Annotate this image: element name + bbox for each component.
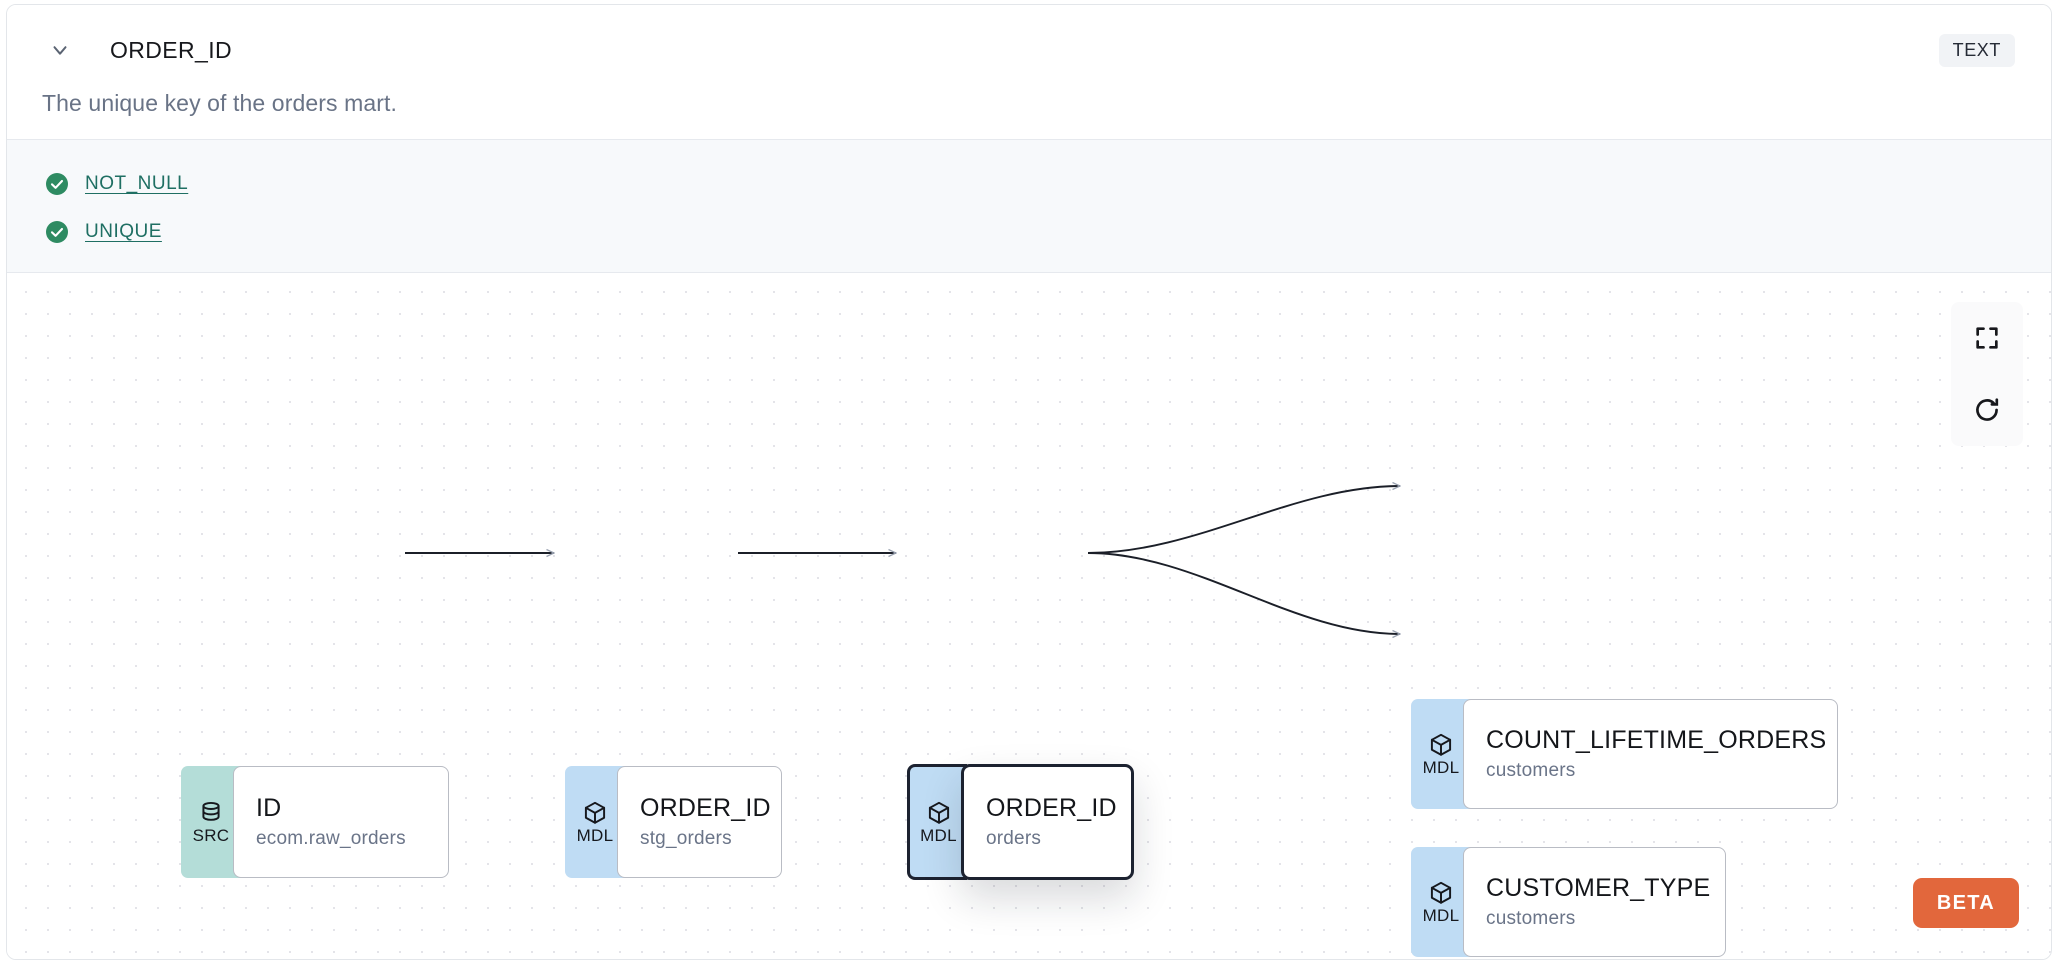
- node-type-label: MDL: [1422, 905, 1460, 925]
- lineage-node-id[interactable]: SRC ID ecom.raw_orders: [181, 766, 449, 878]
- card-header: ORDER_ID TEXT: [7, 5, 2051, 91]
- node-column-name: ORDER_ID: [986, 794, 1117, 822]
- node-type-label: MDL: [576, 825, 614, 845]
- node-body: CUSTOMER_TYPE customers: [1463, 847, 1726, 957]
- test-link-unique[interactable]: UNIQUE: [85, 221, 162, 242]
- lineage-node-stg-orders[interactable]: MDL ORDER_ID stg_orders: [565, 766, 782, 878]
- chevron-down-icon[interactable]: [45, 35, 75, 65]
- column-description: The unique key of the orders mart.: [42, 90, 397, 116]
- node-table-name: customers: [1486, 908, 1576, 929]
- node-column-name: ID: [256, 794, 282, 822]
- check-circle-icon: [46, 221, 68, 243]
- node-table-name: customers: [1486, 760, 1576, 781]
- cube-icon: [1430, 733, 1452, 756]
- node-type-label: MDL: [1422, 757, 1460, 777]
- node-column-name: ORDER_ID: [640, 794, 771, 822]
- node-type-tag: MDL: [565, 766, 625, 878]
- lineage-node-customer-type[interactable]: MDL CUSTOMER_TYPE customers: [1411, 847, 1726, 957]
- check-circle-icon: [46, 173, 68, 195]
- data-type-badge: TEXT: [1938, 34, 2015, 67]
- cube-icon: [928, 801, 949, 824]
- node-body: ID ecom.raw_orders: [233, 766, 449, 878]
- node-body: ORDER_ID stg_orders: [617, 766, 782, 878]
- lineage-graph-canvas[interactable]: SRC ID ecom.raw_orders MDL ORDER_ID stg_…: [7, 274, 2051, 960]
- graph-controls-panel: [1951, 302, 2023, 446]
- node-type-tag: SRC: [181, 766, 241, 878]
- lineage-node-count-lifetime-orders[interactable]: MDL COUNT_LIFETIME_ORDERS customers: [1411, 699, 1838, 809]
- cube-icon: [1430, 881, 1452, 904]
- node-type-tag: MDL: [907, 764, 967, 880]
- lineage-edges: [405, 274, 2051, 960]
- node-column-name: CUSTOMER_TYPE: [1486, 874, 1711, 902]
- cube-icon: [584, 801, 606, 824]
- node-table-name: stg_orders: [640, 828, 732, 849]
- node-body: ORDER_ID orders: [961, 764, 1134, 880]
- node-type-label: SRC: [192, 825, 230, 845]
- node-type-tag: MDL: [1411, 699, 1471, 809]
- edge-orders-ct: [1087, 552, 1400, 634]
- fullscreen-icon[interactable]: [1951, 302, 2023, 374]
- test-row: UNIQUE: [7, 208, 2051, 256]
- node-column-name: COUNT_LIFETIME_ORDERS: [1486, 726, 1827, 754]
- node-table-name: ecom.raw_orders: [256, 828, 406, 849]
- page-title: ORDER_ID: [110, 37, 233, 63]
- refresh-icon[interactable]: [1951, 374, 2023, 446]
- node-type-tag: MDL: [1411, 847, 1471, 957]
- test-link-not-null[interactable]: NOT_NULL: [85, 173, 189, 194]
- database-icon: [202, 801, 220, 821]
- test-row: NOT_NULL: [7, 160, 2051, 208]
- lineage-node-orders-selected[interactable]: MDL ORDER_ID orders: [907, 764, 1134, 880]
- edge-orders-clo: [1087, 486, 1400, 554]
- beta-badge[interactable]: BETA: [1912, 878, 2019, 928]
- column-detail-card: ORDER_ID TEXT The unique key of the orde…: [6, 4, 2052, 960]
- tests-section: NOT_NULL UNIQUE: [7, 139, 2051, 273]
- node-body: COUNT_LIFETIME_ORDERS customers: [1463, 699, 1838, 809]
- node-table-name: orders: [986, 828, 1042, 849]
- node-type-label: MDL: [920, 825, 957, 845]
